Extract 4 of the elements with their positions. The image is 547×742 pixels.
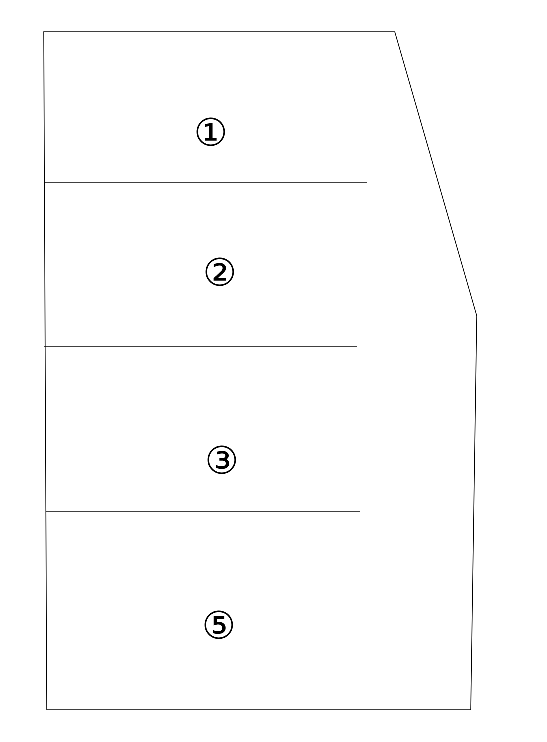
lot-number: ⑤ bbox=[204, 610, 234, 640]
lot-number: ③ bbox=[208, 446, 236, 474]
lot-number: ② bbox=[206, 258, 234, 286]
lot-number: ① bbox=[196, 118, 226, 146]
